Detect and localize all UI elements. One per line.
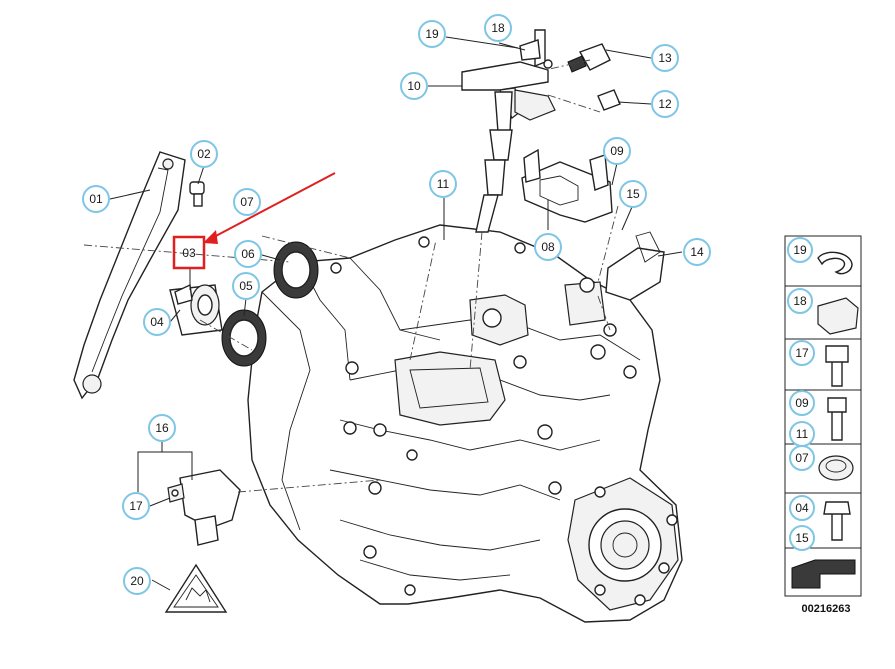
callout-11[interactable]: 11 [429,170,457,198]
highlight-arrow [203,172,336,244]
legend-callout-07[interactable]: 07 [789,445,815,471]
svg-text:20: 20 [130,574,144,588]
bracket-part-08 [521,148,613,223]
callout-14[interactable]: 14 [683,238,711,266]
callout-09[interactable]: 09 [603,137,631,165]
circlip-icon [817,251,853,275]
callout-bubbles: 01 02 03 04 05 06 07 08 [82,14,711,595]
shift-mechanism [461,29,621,233]
pin-part-02 [189,181,205,207]
svg-text:19: 19 [793,243,807,257]
svg-text:13: 13 [658,51,672,65]
legend-callout-15[interactable]: 15 [789,525,815,551]
legend-callout-17[interactable]: 17 [789,340,815,366]
legend-callout-11[interactable]: 11 [789,421,815,447]
svg-text:18: 18 [491,21,505,35]
reference-number: 00216263 [802,603,851,615]
callout-06[interactable]: 06 [234,240,262,268]
sensor-part-16 [167,469,241,546]
svg-text:16: 16 [155,421,169,435]
svg-text:11: 11 [796,427,809,441]
gearbox-housing [247,224,683,623]
svg-text:09: 09 [795,396,809,410]
release-bearing-part-04 [169,283,223,336]
legend-callout-19[interactable]: 19 [787,237,813,263]
svg-text:08: 08 [541,240,555,254]
svg-text:19: 19 [425,27,439,41]
legend-callout-09[interactable]: 09 [789,390,815,416]
svg-text:17: 17 [795,346,809,360]
svg-text:07: 07 [240,195,254,209]
svg-text:18: 18 [793,294,807,308]
torx-bolt-icon [825,345,849,387]
svg-text:11: 11 [437,177,450,191]
svg-text:06: 06 [241,247,255,261]
svg-text:09: 09 [610,144,624,158]
svg-text:01: 01 [89,192,103,206]
svg-text:02: 02 [197,147,211,161]
callout-13[interactable]: 13 [651,44,679,72]
svg-text:17: 17 [129,499,143,513]
callout-05[interactable]: 05 [232,272,260,300]
callout-10[interactable]: 10 [400,72,428,100]
flange-bolt-icon [823,501,851,541]
reference-lines [83,59,619,493]
svg-text:07: 07 [795,451,809,465]
plug-icon [818,455,854,481]
bracket-part-14 [605,231,665,301]
seal-part-05 [221,309,267,367]
seal-part-06 [273,241,319,299]
callout-16[interactable]: 16 [148,414,176,442]
svg-text:03: 03 [182,246,196,260]
clip-icon [817,297,859,335]
callout-19[interactable]: 19 [418,20,446,48]
callout-02[interactable]: 02 [190,140,218,168]
callout-17[interactable]: 17 [122,492,150,520]
callout-01[interactable]: 01 [82,185,110,213]
legend-callout-04[interactable]: 04 [789,495,815,521]
svg-text:05: 05 [239,279,253,293]
callout-07[interactable]: 07 [233,188,261,216]
legend-callout-18[interactable]: 18 [787,288,813,314]
warning-sticker-part-20 [164,563,228,613]
hex-bolt-icon [827,397,847,441]
clutch-release-lever [73,151,186,400]
legend-panel: 19 18 17 09 11 07 04 15 [784,235,862,597]
leader-lines [109,36,683,591]
callout-20[interactable]: 20 [123,567,151,595]
callout-04[interactable]: 04 [143,308,171,336]
svg-text:14: 14 [690,245,704,259]
svg-text:12: 12 [658,97,672,111]
callout-03[interactable]: 03 [182,246,196,260]
callout-15[interactable]: 15 [619,180,647,208]
svg-text:04: 04 [795,501,809,515]
svg-text:15: 15 [626,187,640,201]
callout-12[interactable]: 12 [651,90,679,118]
callout-18[interactable]: 18 [484,14,512,42]
highlight-box-part-03 [172,235,206,270]
svg-text:04: 04 [150,315,164,329]
svg-text:10: 10 [407,79,421,93]
direction-arrow-icon [791,559,856,589]
svg-text:15: 15 [795,531,809,545]
callout-08[interactable]: 08 [534,233,562,261]
